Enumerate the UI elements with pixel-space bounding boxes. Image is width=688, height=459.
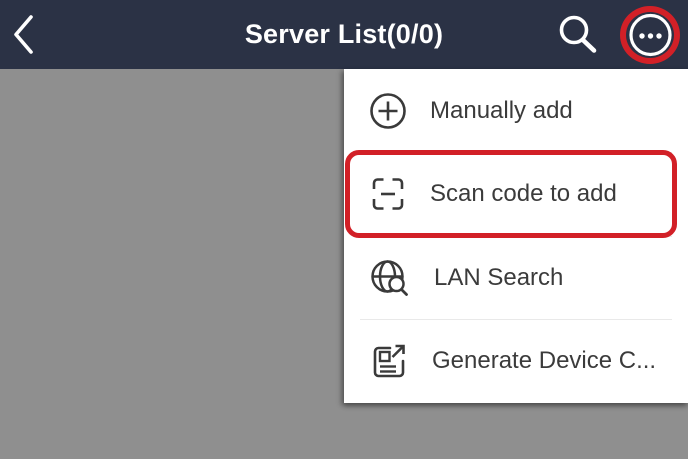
plus-circle-icon — [370, 92, 406, 129]
menu-item-label: Scan code to add — [430, 180, 617, 208]
globe-search-icon — [371, 260, 408, 296]
back-button[interactable] — [6, 8, 50, 62]
search-icon — [559, 15, 597, 53]
menu-item-generate-device-code[interactable]: Generate Device C... — [344, 320, 688, 404]
header-bar: Server List(0/0) — [0, 0, 688, 69]
menu-item-lan-search[interactable]: LAN Search — [344, 236, 688, 320]
menu-divider — [360, 152, 672, 153]
menu-divider — [360, 319, 672, 320]
search-button[interactable] — [554, 10, 600, 58]
scan-frame-icon — [372, 178, 404, 211]
menu-item-label: LAN Search — [434, 263, 564, 291]
dropdown-menu: Manually add Scan code to add LAN Search — [344, 69, 688, 403]
menu-divider — [360, 236, 672, 237]
page-title: Server List(0/0) — [244, 19, 444, 49]
ellipsis-circle-icon — [629, 13, 672, 57]
more-options-button[interactable] — [627, 11, 674, 59]
menu-item-label: Generate Device C... — [432, 347, 657, 375]
menu-item-manually-add[interactable]: Manually add — [344, 69, 688, 153]
document-export-icon — [373, 344, 405, 378]
menu-item-label: Manually add — [430, 96, 573, 124]
chevron-left-icon — [14, 15, 33, 54]
menu-item-scan-code-to-add[interactable]: Scan code to add — [344, 153, 688, 237]
